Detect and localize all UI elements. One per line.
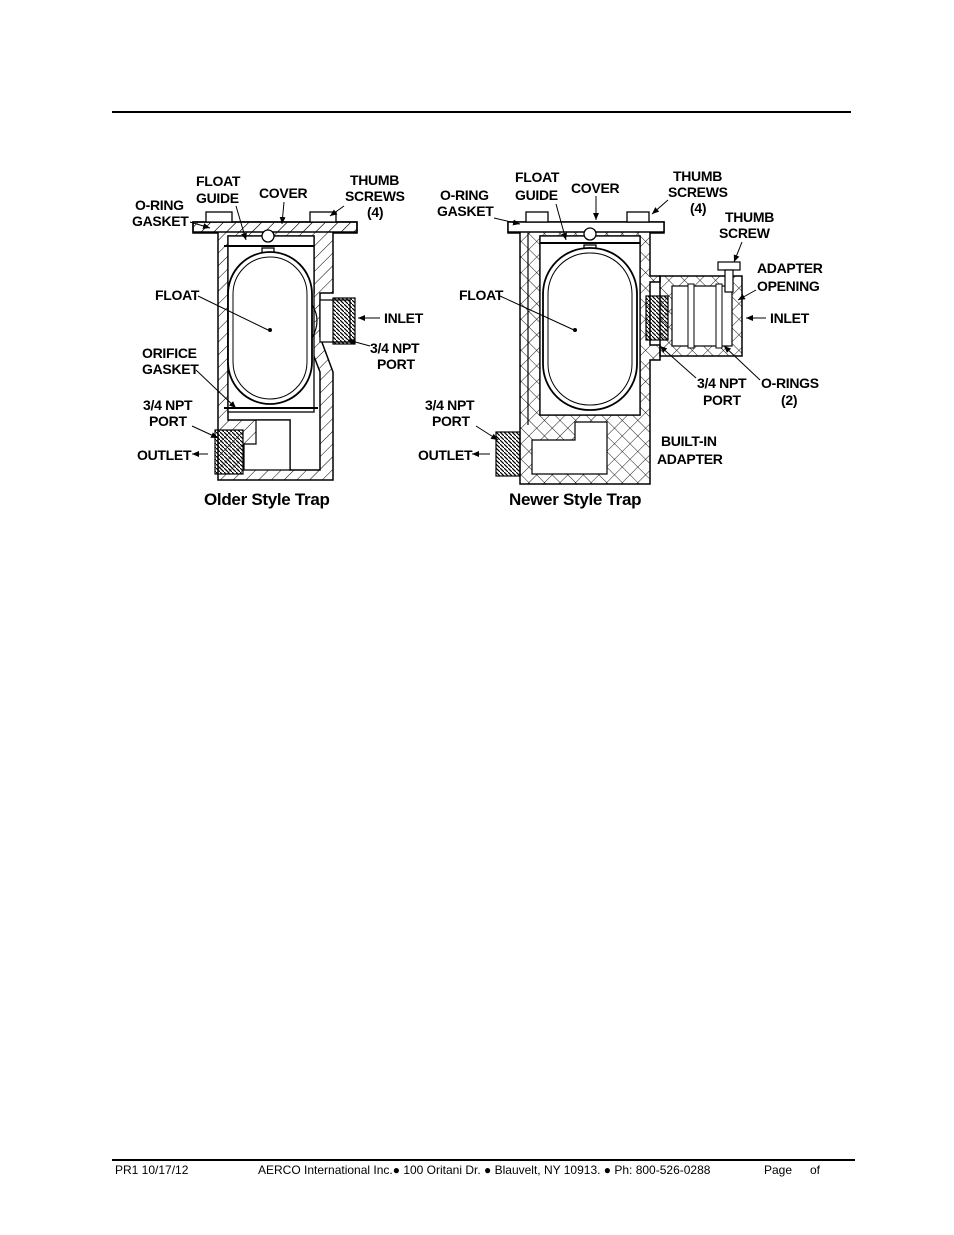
label-orings-2: (2) xyxy=(781,392,797,408)
header-rule xyxy=(112,111,851,113)
label-thumb-screws-3: (4) xyxy=(367,204,383,220)
steam-trap-figure: FLOAT GUIDE COVER THUMB SCREWS (4) O-RIN… xyxy=(132,168,823,509)
label-outlet: OUTLET xyxy=(418,447,473,463)
label-float-guide-1: FLOAT xyxy=(515,169,560,185)
label-thumb-screw-1: THUMB xyxy=(725,209,774,225)
label-npt-in-2: PORT xyxy=(377,356,415,372)
label-oring-1: O-RING xyxy=(135,197,184,213)
label-npt-in-1: 3/4 NPT xyxy=(370,340,420,356)
footer-page: Page xyxy=(764,1163,793,1177)
label-oring-1: O-RING xyxy=(440,187,489,203)
label-float-guide-2: GUIDE xyxy=(196,190,239,206)
footer-company: AERCO International Inc.● 100 Oritani Dr… xyxy=(258,1163,711,1177)
label-float-guide-1: FLOAT xyxy=(196,173,241,189)
label-orings-1: O-RINGS xyxy=(761,375,819,391)
label-thumb-screws-3: (4) xyxy=(690,200,706,216)
label-cover: COVER xyxy=(259,185,307,201)
label-float: FLOAT xyxy=(459,287,504,303)
older-trap-drawing xyxy=(192,211,358,481)
label-orifice-2: GASKET xyxy=(142,361,199,377)
label-oring-2: GASKET xyxy=(132,213,189,229)
label-cover: COVER xyxy=(571,180,619,196)
label-npt-in-1: 3/4 NPT xyxy=(697,375,747,391)
label-thumb-screws-1: THUMB xyxy=(673,168,722,184)
label-npt-out-1: 3/4 NPT xyxy=(425,397,475,413)
footer-revision: PR1 10/17/12 xyxy=(115,1163,189,1177)
label-npt-out-2: PORT xyxy=(149,413,187,429)
label-inlet: INLET xyxy=(770,310,810,326)
label-orifice-1: ORIFICE xyxy=(142,345,197,361)
label-npt-in-2: PORT xyxy=(703,392,741,408)
label-thumb-screws-2: SCREWS xyxy=(345,188,405,204)
label-float: FLOAT xyxy=(155,287,200,303)
label-builtin-2: ADAPTER xyxy=(657,451,723,467)
caption-newer: Newer Style Trap xyxy=(509,490,641,509)
older-trap-labels: FLOAT GUIDE COVER THUMB SCREWS (4) O-RIN… xyxy=(132,172,424,509)
footer-of: of xyxy=(810,1163,821,1177)
label-thumb-screws-2: SCREWS xyxy=(668,184,728,200)
label-builtin-1: BUILT-IN xyxy=(661,433,717,449)
label-adapter-1: ADAPTER xyxy=(757,260,823,276)
caption-older: Older Style Trap xyxy=(204,490,330,509)
label-npt-out-2: PORT xyxy=(432,413,470,429)
newer-trap-drawing xyxy=(495,211,743,485)
label-thumb-screw-2: SCREW xyxy=(719,225,771,241)
label-thumb-screws-1: THUMB xyxy=(350,172,399,188)
label-npt-out-1: 3/4 NPT xyxy=(143,397,193,413)
label-inlet: INLET xyxy=(384,310,424,326)
label-oring-2: GASKET xyxy=(437,203,494,219)
newer-trap-labels: O-RING GASKET FLOAT GUIDE COVER THUMB SC… xyxy=(418,168,823,509)
label-float-guide-2: GUIDE xyxy=(515,187,558,203)
footer-rule xyxy=(112,1159,855,1161)
label-adapter-2: OPENING xyxy=(757,278,820,294)
label-outlet: OUTLET xyxy=(137,447,192,463)
